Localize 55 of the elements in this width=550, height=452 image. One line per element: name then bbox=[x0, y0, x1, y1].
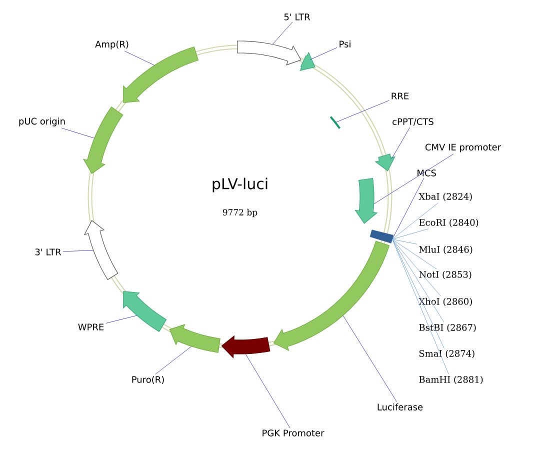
leader-line bbox=[310, 47, 338, 60]
leader-line bbox=[392, 239, 449, 374]
gene-segment bbox=[169, 324, 220, 353]
restriction-site-label: NotI (2853) bbox=[419, 270, 472, 280]
leader-line bbox=[392, 202, 439, 240]
restriction-site-label: XbaI (2824) bbox=[418, 192, 472, 202]
feature-label: Psi bbox=[340, 40, 350, 48]
leader-line bbox=[392, 239, 444, 322]
leader-line bbox=[335, 100, 390, 123]
leader-line bbox=[374, 154, 454, 204]
size-label: 9772 bp bbox=[222, 208, 258, 218]
feature-label: Amp(R) bbox=[95, 40, 128, 50]
leader-line bbox=[155, 346, 192, 375]
leader-line bbox=[272, 22, 293, 44]
feature-label: Puro(R) bbox=[132, 376, 164, 384]
leader-line bbox=[392, 228, 429, 240]
gene-segment bbox=[374, 154, 396, 172]
gene-segment bbox=[354, 178, 378, 224]
feature-label: cPPT/CTS bbox=[392, 118, 434, 126]
feature-label: PGK Promoter bbox=[262, 430, 324, 436]
restriction-site-label: XhoI (2860) bbox=[418, 298, 472, 306]
feature-label: 5' LTR bbox=[284, 14, 310, 20]
restriction-site-label: EcoRI (2840) bbox=[419, 218, 478, 228]
leader-line bbox=[391, 127, 410, 160]
plasmid-name: pLV-luci bbox=[212, 178, 268, 192]
restriction-site-label: BstBI (2867) bbox=[419, 324, 476, 332]
restriction-site-label: SmaI (2874) bbox=[419, 350, 474, 358]
gene-segment bbox=[300, 52, 316, 71]
site-marker bbox=[330, 116, 341, 130]
leader-line bbox=[124, 50, 155, 66]
gene-segment bbox=[236, 40, 302, 66]
feature-label: pUC origin bbox=[19, 118, 65, 126]
restriction-site-label: MluI (2846) bbox=[419, 246, 472, 254]
feature-label: MCS bbox=[418, 170, 436, 176]
gene-segment bbox=[123, 291, 167, 332]
feature-label: Luciferase bbox=[378, 404, 423, 410]
leader-line bbox=[392, 239, 444, 348]
feature-label: RRE bbox=[392, 92, 409, 100]
leader-line bbox=[392, 239, 437, 270]
leader-line bbox=[62, 250, 94, 252]
leader-line bbox=[106, 315, 138, 324]
leader-line bbox=[392, 239, 441, 296]
leader-line bbox=[61, 128, 94, 138]
leader-line bbox=[342, 315, 398, 402]
gene-segment bbox=[273, 240, 390, 352]
gene-segment bbox=[82, 106, 124, 174]
site-marker bbox=[370, 230, 394, 244]
gene-segment bbox=[221, 335, 270, 359]
leader-line bbox=[245, 354, 290, 428]
feature-label: WPRE bbox=[78, 324, 104, 330]
leader-line bbox=[392, 178, 424, 240]
leader-line bbox=[392, 239, 418, 244]
restriction-site-label: BamHI (2881) bbox=[419, 376, 483, 384]
feature-label: 3' LTR bbox=[35, 248, 62, 256]
feature-label: CMV IE promoter bbox=[425, 144, 502, 152]
